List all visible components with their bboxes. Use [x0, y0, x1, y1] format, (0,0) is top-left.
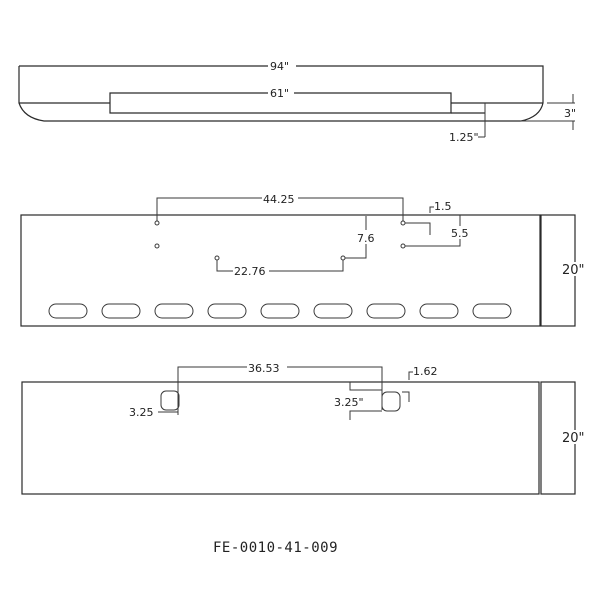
part-number: FE-0010-41-009 — [213, 540, 338, 556]
mount-hole — [154, 220, 160, 226]
mount-hole — [400, 243, 406, 249]
front-view: 20" 44.25 22.76 7.6 1.5 5.5 — [20, 192, 585, 327]
front-panel-outline — [20, 214, 541, 327]
dim-3-25-left: 3.25 — [129, 406, 154, 419]
slot — [260, 303, 300, 319]
slot — [313, 303, 353, 319]
bottom-panel-outline — [21, 381, 540, 495]
dim-1-5: 1.5 — [434, 200, 452, 213]
dim-22-76: 22.76 — [234, 265, 266, 278]
slot — [419, 303, 459, 319]
top-view: 94" 61" 3" 1.25" — [18, 59, 576, 144]
dim-3-25-right: 3.25" — [334, 396, 364, 409]
right-cutout — [381, 391, 401, 412]
slot — [207, 303, 247, 319]
mount-hole — [340, 255, 346, 261]
slot — [154, 303, 194, 319]
slot — [472, 303, 512, 319]
mount-hole — [154, 243, 160, 249]
slot — [101, 303, 141, 319]
dim-44-25: 44.25 — [263, 193, 295, 206]
dim-3: 3" — [564, 107, 576, 120]
dim-94: 94" — [270, 60, 289, 73]
dim-1-25: 1.25" — [449, 131, 479, 144]
dim-7-6: 7.6 — [357, 232, 375, 245]
dim-1-62: 1.62 — [413, 365, 438, 378]
slot — [48, 303, 88, 319]
bottom-view: 20" 36.53 3.25 3.25" 1.62 — [21, 361, 585, 495]
dim-20-front: 20" — [562, 263, 585, 278]
left-cutout — [160, 390, 180, 411]
dim-36-53: 36.53 — [248, 362, 280, 375]
mount-hole — [400, 220, 406, 226]
mount-hole — [214, 255, 220, 261]
dim-61: 61" — [270, 87, 289, 100]
dim-20-bottom: 20" — [562, 431, 585, 446]
dim-5-5: 5.5 — [451, 227, 469, 240]
slot-row — [48, 303, 512, 319]
slot — [366, 303, 406, 319]
